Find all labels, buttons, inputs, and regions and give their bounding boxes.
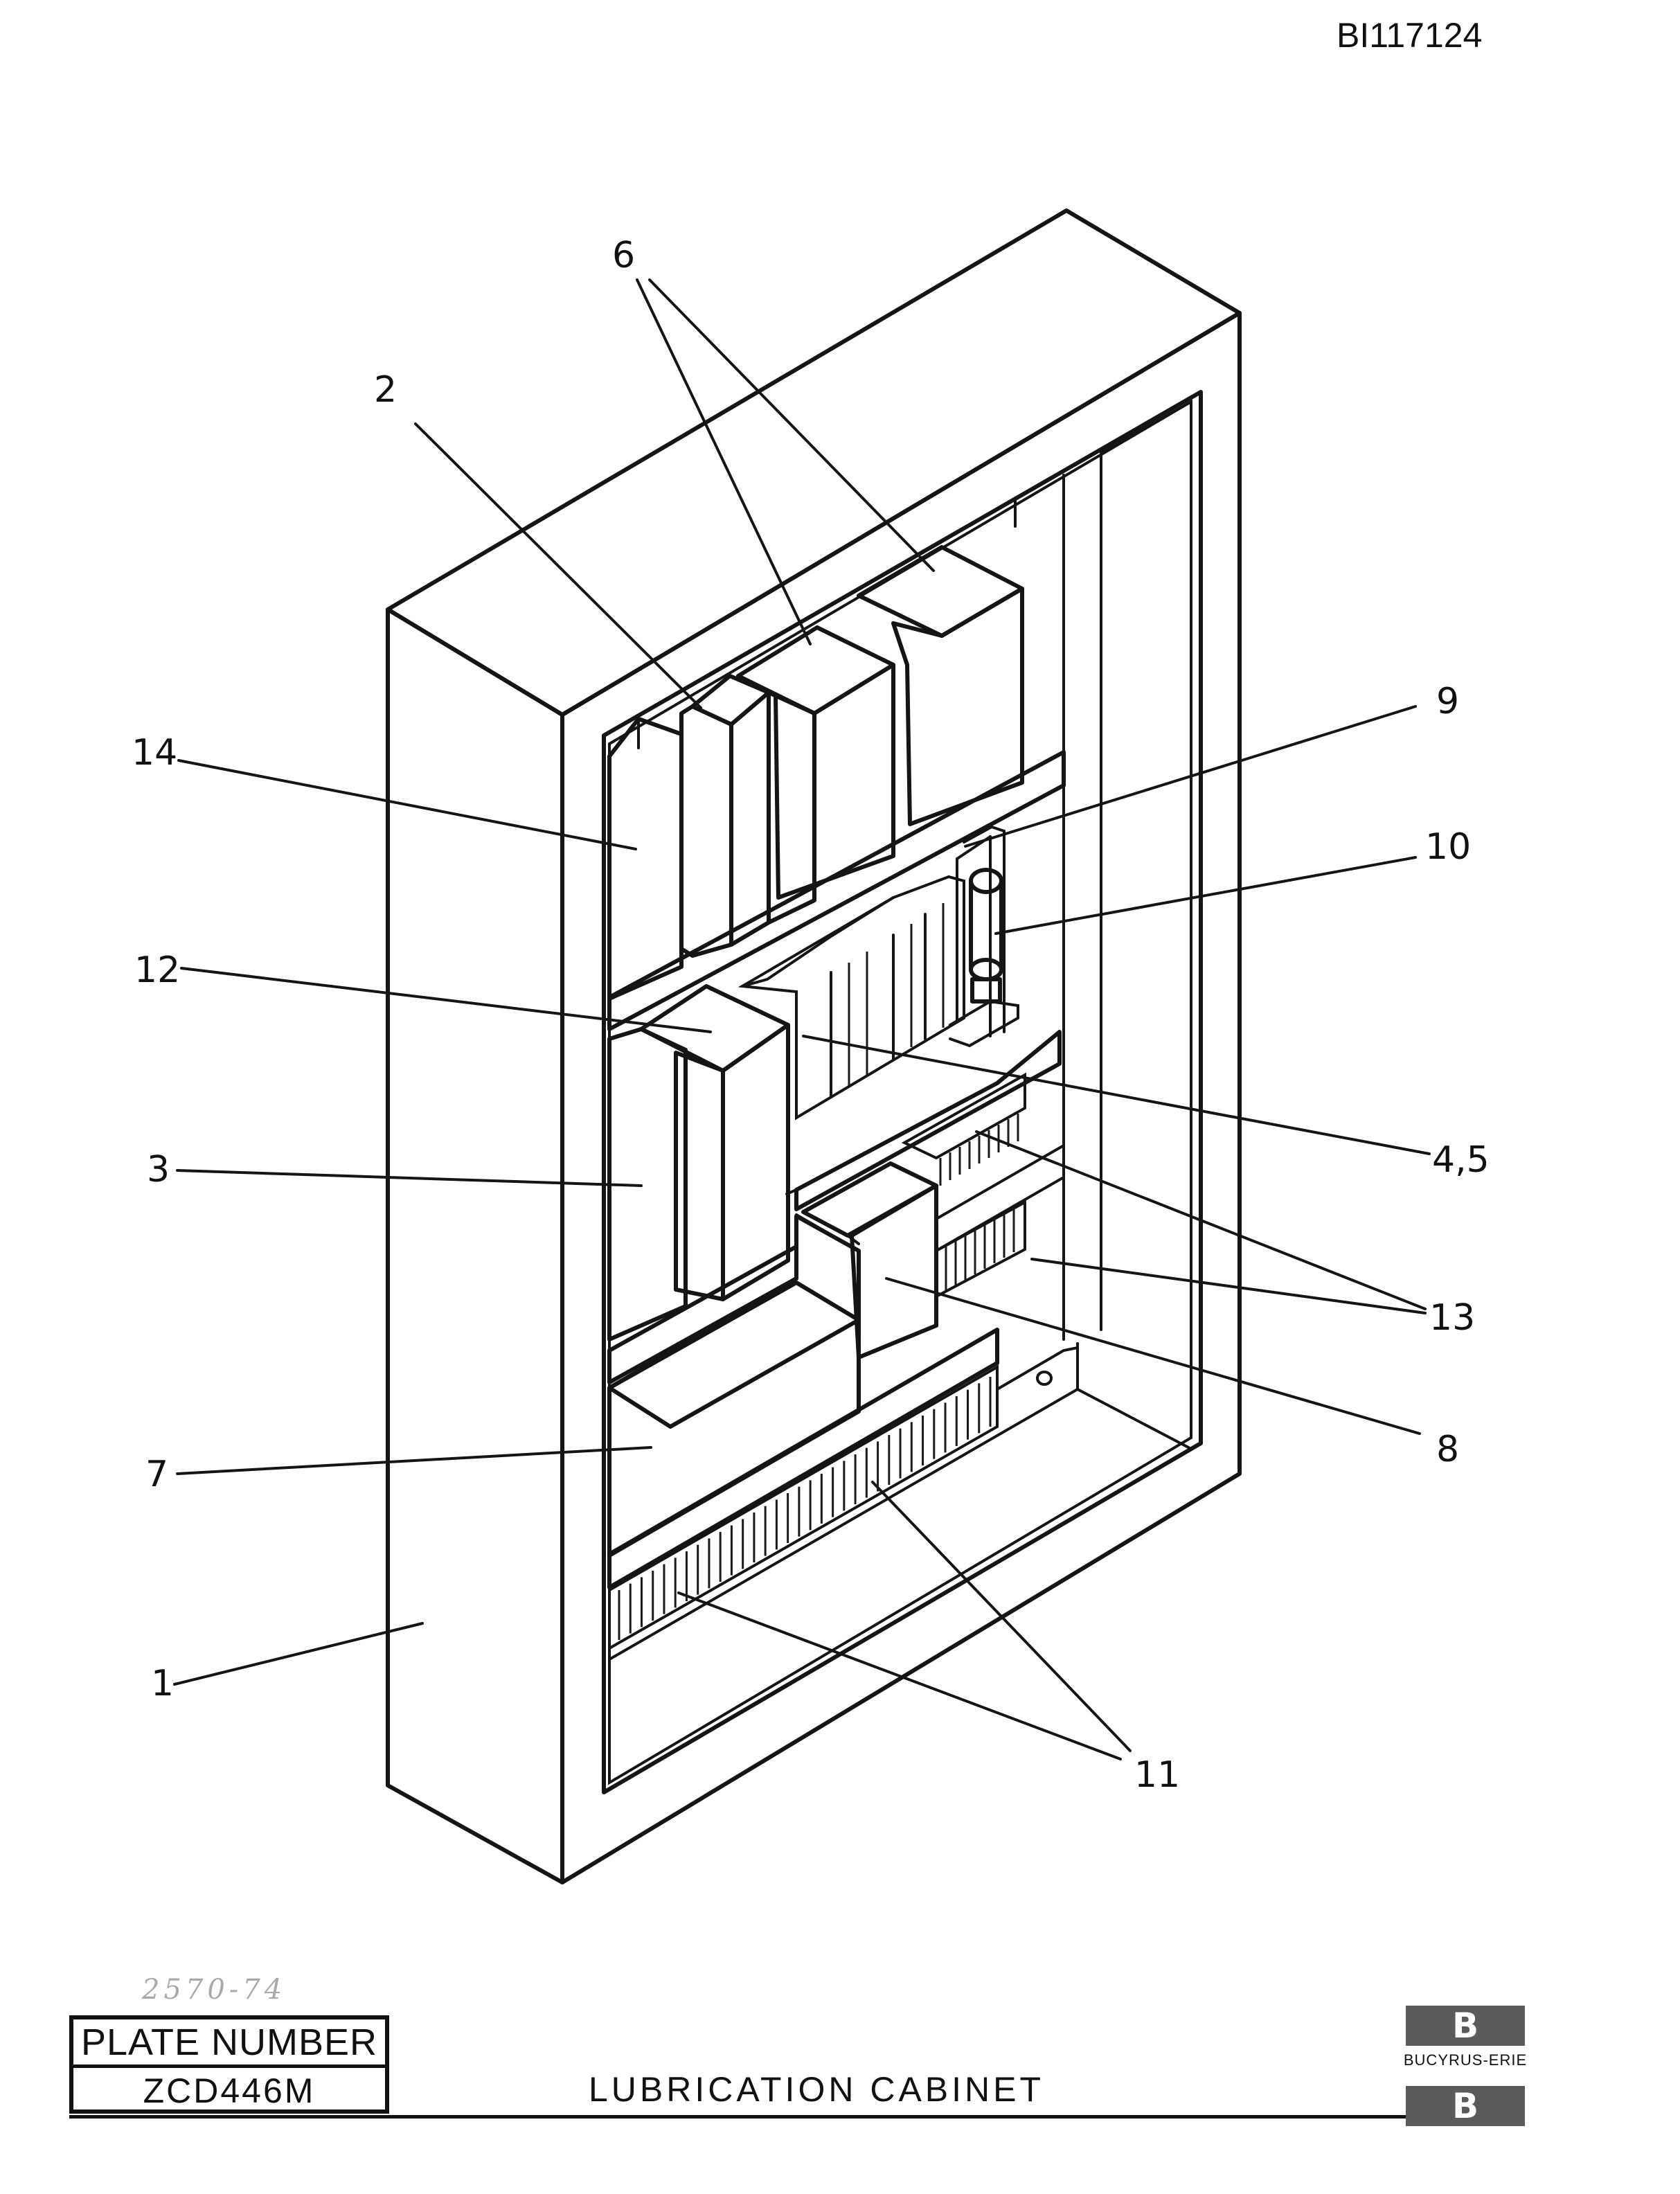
cabinet-side-face: [386, 607, 564, 1884]
component-6-right: [857, 545, 1024, 826]
drawing-title: LUBRICATION CABINET: [589, 2070, 1045, 2109]
cabinet-door-opening: [602, 390, 1203, 1794]
logo-glyph-bottom: B: [1451, 2086, 1479, 2126]
plate-number-value: ZCD446M: [143, 2071, 316, 2110]
title-block-rule: [69, 2115, 1523, 2119]
callout-1: 1: [151, 1663, 174, 1704]
component-12: [639, 984, 790, 1301]
lower-shelf: [607, 1245, 798, 1384]
plate-number-heading: PLATE NUMBER: [73, 2019, 385, 2068]
callout-9: 9: [1436, 681, 1459, 722]
logo-emblem-top: B: [1406, 2006, 1525, 2046]
callout-14: 14: [132, 732, 177, 774]
callout-6: 6: [612, 235, 635, 276]
component-6-left: [736, 625, 895, 925]
component-11: [607, 1328, 1079, 1651]
callout-13: 13: [1429, 1297, 1475, 1339]
callout-leaders: [173, 278, 1431, 1760]
cabinet-floor-edge: [1076, 1342, 1192, 1450]
callout-11: 11: [1134, 1754, 1180, 1796]
callout-12: 12: [134, 949, 180, 991]
cabinet-front-frame: [560, 311, 1242, 1884]
callout-10: 10: [1425, 826, 1471, 868]
logo-glyph-top: B: [1451, 2006, 1479, 2046]
cabinet-floor-front: [608, 1388, 1079, 1661]
component-2: [679, 674, 771, 958]
component-8: [801, 1161, 938, 1359]
callout-2: 2: [374, 369, 397, 411]
callout-labels: 1 2 3 4,5 6 7 8 9 10 11 12 13 14: [132, 235, 1490, 1796]
cabinet-back-top-rail: [1100, 400, 1192, 454]
bucyrus-erie-logo: B BUCYRUS-ERIE B: [1403, 2006, 1528, 2126]
callout-3: 3: [147, 1149, 170, 1190]
component-14: [607, 717, 683, 1001]
cabinet-top-face: [386, 208, 1242, 717]
handwritten-note: 2570-74: [142, 1974, 287, 2006]
component-3: [607, 1027, 688, 1341]
logo-emblem-bottom: B: [1406, 2086, 1525, 2126]
logo-name: BUCYRUS-ERIE: [1403, 2051, 1528, 2069]
callout-4-5: 4,5: [1432, 1139, 1490, 1181]
component-13: [901, 1072, 1065, 1299]
callout-7: 7: [145, 1454, 168, 1495]
middle-shelf-board: [794, 1030, 1062, 1211]
plate-number-box: PLATE NUMBER ZCD446M: [69, 2015, 389, 2114]
callout-8: 8: [1436, 1429, 1459, 1470]
document-id: BI117124: [1337, 16, 1483, 55]
cabinet-shell: [386, 208, 1242, 1884]
component-4-5: [738, 875, 965, 1121]
component-10: [949, 835, 1019, 1048]
